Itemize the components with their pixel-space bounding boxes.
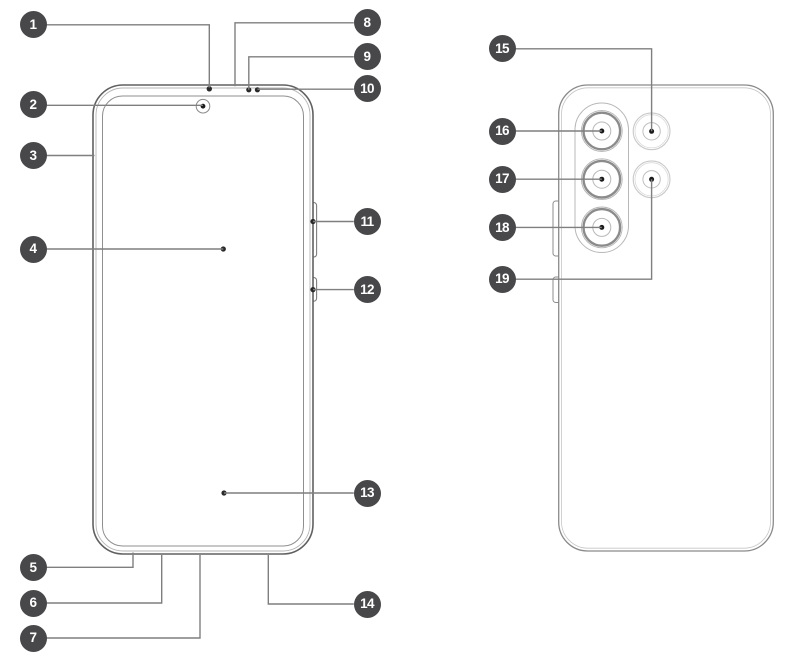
callout-badge-16: 16 (488, 117, 516, 145)
callout-line-7 (46, 555, 201, 639)
front-frame-inner-line (95, 87, 311, 552)
callout-badge-3: 3 (19, 142, 47, 169)
callout-badge-5: 5 (19, 553, 47, 581)
callout-line-15 (515, 48, 653, 132)
front-screen (102, 95, 304, 547)
callout-badge-14: 14 (353, 590, 381, 618)
callout-line-5 (46, 552, 134, 568)
front-view (92, 84, 318, 555)
callout-badge-13: 13 (353, 479, 381, 507)
back-cover-inner-line (561, 87, 771, 549)
back-view (552, 84, 774, 552)
leader-lines (46, 22, 653, 639)
callout-badge-9: 9 (353, 43, 381, 71)
callout-line-14 (267, 555, 354, 605)
callout-line-1 (46, 24, 210, 88)
callout-badge-17: 17 (488, 165, 516, 193)
callout-badge-4: 4 (19, 235, 47, 263)
callout-badge-8: 8 (353, 9, 381, 37)
earpiece-dot (206, 86, 212, 92)
callout-badge-2: 2 (19, 91, 47, 118)
front-camera-dot (200, 103, 206, 109)
callout-badge-11: 11 (353, 208, 381, 235)
callout-line-8 (234, 22, 354, 87)
callout-badge-18: 18 (488, 214, 516, 242)
callout-badge-12: 12 (353, 276, 381, 304)
callout-badge-6: 6 (19, 589, 47, 617)
callout-badge-1: 1 (19, 11, 47, 39)
callout-line-9 (248, 56, 354, 90)
callout-badge-7: 7 (19, 624, 47, 652)
callout-line-19 (515, 179, 653, 280)
callout-badge-19: 19 (488, 265, 516, 293)
callout-badge-15: 15 (488, 35, 516, 63)
callout-badge-10: 10 (353, 75, 381, 103)
callout-line-6 (46, 555, 163, 604)
